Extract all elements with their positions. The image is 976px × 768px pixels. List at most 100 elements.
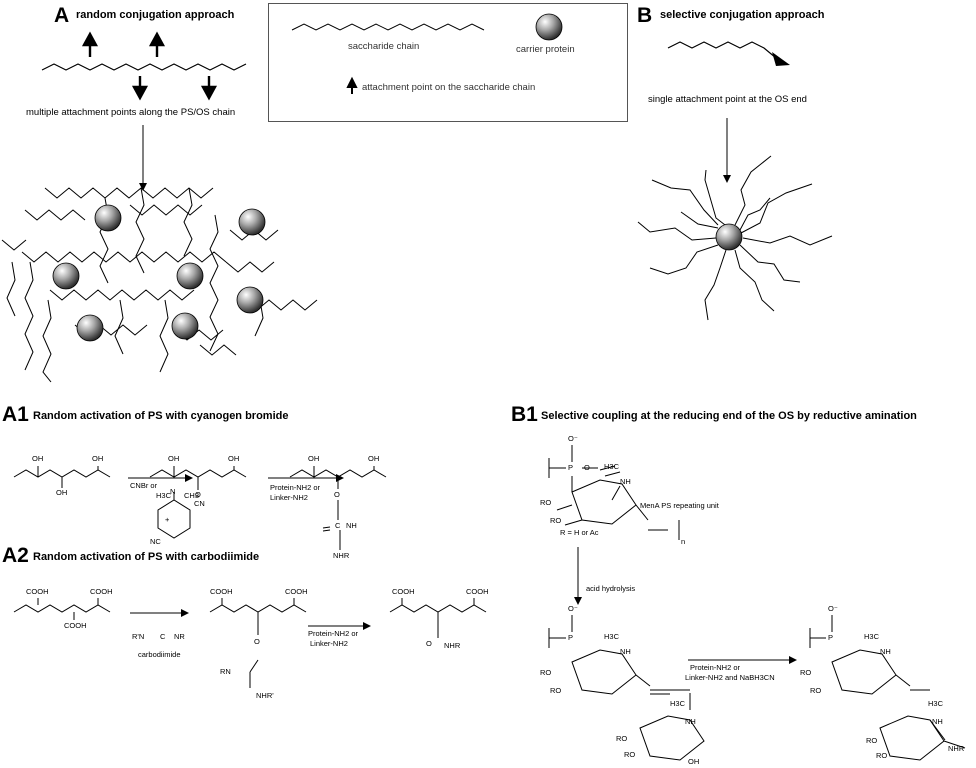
a1-oh-7: OH	[368, 454, 380, 463]
b1-nh-3: NH	[685, 717, 696, 726]
a1-cn: CN	[194, 499, 205, 508]
b1-ro-5: RO	[616, 734, 628, 743]
b1-oh-1: OH	[688, 757, 700, 766]
b1-n-1: n	[681, 537, 686, 546]
a2-cooh-5: COOH	[285, 587, 308, 596]
a1-oh-4: OH	[168, 454, 180, 463]
a2-o-2: O	[426, 639, 432, 648]
b1-ro-4: RO	[550, 686, 562, 695]
a2-nhr-prime: NHR'	[256, 691, 274, 700]
a2-reagent-1: R'N	[132, 632, 145, 641]
a2-reagent-1b: C	[160, 632, 166, 641]
a2-o: O	[254, 637, 260, 646]
b1-h3c-3: H3C	[670, 699, 686, 708]
b1-label: B1	[511, 403, 538, 426]
legend-box	[268, 3, 628, 122]
a2-cooh-6: COOH	[392, 587, 415, 596]
panel-a-caption: multiple attachment points along the PS/…	[26, 107, 236, 118]
a1-title: Random activation of PS with cyanogen br…	[33, 410, 289, 422]
b1-nhr: NHR	[948, 744, 965, 753]
a1-o-2: O	[334, 490, 340, 499]
b1-step-2a: Protein-NH2 or	[690, 663, 741, 672]
panel-b-letter: B	[637, 4, 653, 27]
b1-nh-1: NH	[620, 477, 631, 486]
b1-h3c-5: H3C	[928, 699, 944, 708]
a2-cooh-2: COOH	[90, 587, 113, 596]
b1-title: Selective coupling at the reducing end o…	[541, 410, 917, 422]
legend-protein-label: carrier protein	[516, 44, 575, 55]
b1-ro-7: RO	[800, 668, 812, 677]
b1-o-minus-2: O⁻	[568, 604, 578, 613]
a2-reagent-2b: Linker-NH2	[310, 639, 348, 648]
legend-saccharide-label: saccharide chain	[348, 41, 420, 52]
b1-p-3: P	[828, 633, 834, 642]
a1-structures	[13, 466, 387, 550]
b1-o-1: O	[584, 463, 590, 472]
panel-a-proteins	[52, 204, 266, 342]
a2-reagent-1c: NR	[174, 632, 185, 641]
a2-cooh-4: COOH	[210, 587, 233, 596]
b1-ro-8: RO	[810, 686, 822, 695]
a1-oh-6: OH	[308, 454, 320, 463]
a1-c: C	[335, 521, 341, 530]
a1-dmap-me2: CH3	[184, 491, 200, 500]
b1-p-2: P	[568, 633, 574, 642]
panel-a-title: random conjugation approach	[76, 9, 235, 21]
a2-structures	[13, 598, 487, 688]
panel-a-chain	[41, 63, 247, 71]
b1-nh-4: NH	[880, 647, 891, 656]
b1-nh-5: NH	[932, 717, 943, 726]
b1-ro-10: RO	[876, 751, 888, 760]
a1-dmap-n: N	[170, 487, 176, 496]
panel-b-protein	[715, 223, 743, 251]
b1-ro-1: RO	[540, 498, 552, 507]
b1-ro-9: RO	[866, 736, 878, 745]
legend-carrier-protein	[535, 13, 563, 41]
b1-h3c-2: H3C	[604, 632, 620, 641]
b1-ro-3: RO	[540, 668, 552, 677]
panel-b-attachment-arrow	[772, 52, 790, 66]
b1-step-1: acid hydrolysis	[586, 584, 636, 593]
a2-reagent-1-label: carbodiimide	[138, 650, 181, 659]
a1-nhr: NHR	[333, 551, 350, 560]
a1-nh: NH	[346, 521, 357, 530]
a1-dmap-plus: +	[165, 515, 170, 524]
a1-dmap-me1: H3C	[156, 491, 172, 500]
legend-saccharide-chain	[291, 23, 485, 31]
b1-ro-6: RO	[624, 750, 636, 759]
panel-b-chain	[667, 41, 777, 59]
a2-reagent-2a: Protein-NH2 or	[308, 629, 359, 638]
a1-reagent-1: CNBr or	[130, 481, 158, 490]
b1-r-def: R = H or Ac	[560, 528, 599, 537]
b1-h3c-1: H3C	[604, 462, 620, 471]
a2-cooh-7: COOH	[466, 587, 489, 596]
panel-b-chains	[637, 155, 833, 321]
b1-h3c-4: H3C	[864, 632, 880, 641]
b1-nh-2: NH	[620, 647, 631, 656]
b1-o-minus-3: O⁻	[828, 604, 838, 613]
b1-repeat-unit: MenA PS repeating unit	[640, 501, 719, 510]
a2-nhr: NHR	[444, 641, 461, 650]
a1-reagent-2b: Linker-NH2	[270, 493, 308, 502]
a1-oh-2: OH	[56, 488, 68, 497]
b1-o-minus-1: O⁻	[568, 434, 578, 443]
panel-a-network	[1, 187, 318, 383]
a2-title: Random activation of PS with carbodiimid…	[33, 551, 260, 563]
legend-attachment-label: attachment point on the saccharide chain	[362, 82, 536, 93]
a1-dmap-nc: NC	[150, 537, 161, 546]
a1-label: A1	[2, 403, 29, 426]
panel-a-attachment-arrows	[81, 31, 218, 101]
a1-oh-3: OH	[92, 454, 104, 463]
b1-step-2b: Linker-NH2 and NaBH3CN	[685, 673, 775, 682]
b1-p-1: P	[568, 463, 574, 472]
a1-oh-1: OH	[32, 454, 44, 463]
panel-a-letter: A	[54, 4, 70, 27]
legend-attachment-arrow	[346, 76, 358, 94]
a2-label: A2	[2, 544, 29, 567]
a1-reagent-2a: Protein-NH2 or	[270, 483, 321, 492]
panel-b-title: selective conjugation approach	[660, 9, 825, 21]
panel-b-caption: single attachment point at the OS end	[648, 94, 807, 105]
a2-cooh-1: COOH	[26, 587, 49, 596]
a1-oh-5: OH	[228, 454, 240, 463]
